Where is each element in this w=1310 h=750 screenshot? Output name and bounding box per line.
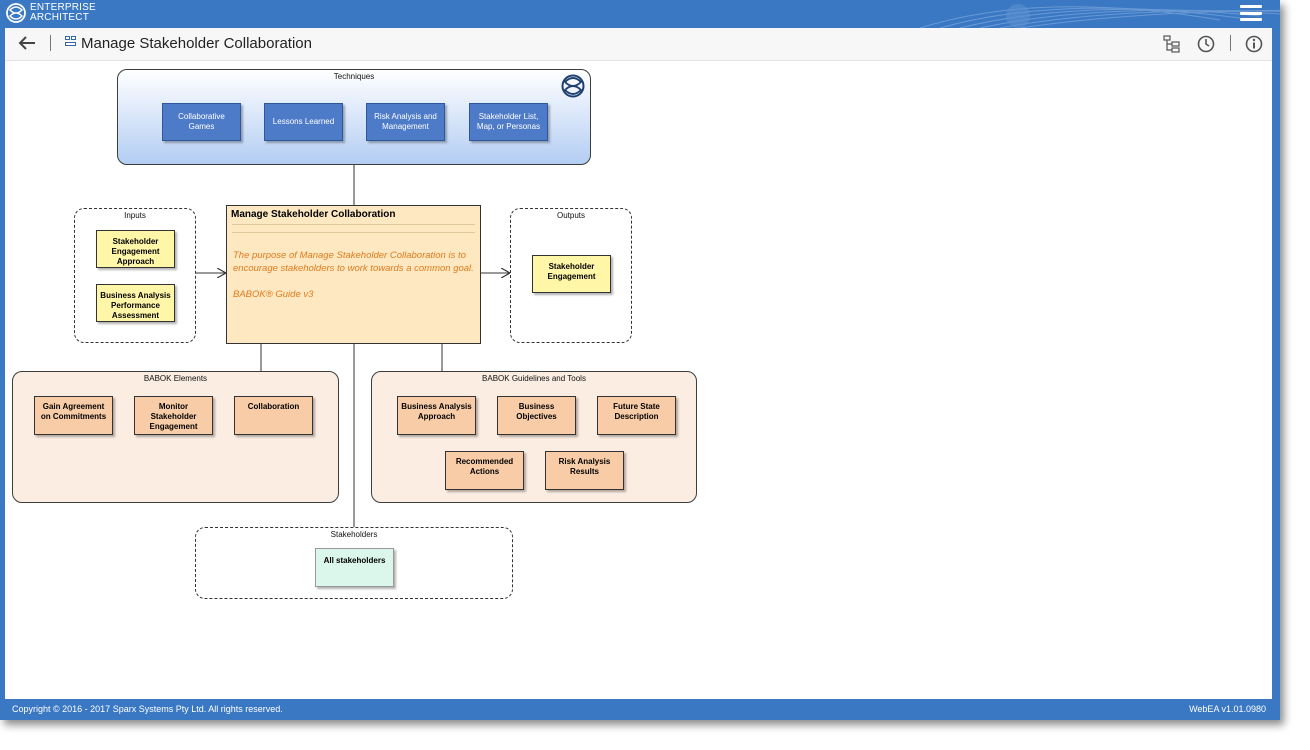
ea-logo-icon <box>6 3 26 23</box>
stakeholders-group[interactable]: Stakeholders All stakeholders <box>195 527 513 599</box>
toolbar: Manage Stakeholder Collaboration <box>5 28 1272 61</box>
inputs-group[interactable]: Inputs Stakeholder Engagement Approach B… <box>74 208 196 343</box>
inputs-title: Inputs <box>124 211 146 220</box>
copyright-text: Copyright © 2016 - 2017 Sparx Systems Pt… <box>12 704 283 714</box>
diagram-icon <box>65 36 76 46</box>
toolbar-separator <box>1230 35 1231 51</box>
babok-guidelines-group[interactable]: BABOK Guidelines and Tools Business Anal… <box>371 371 697 503</box>
guideline-risk-analysis-results[interactable]: Risk Analysis Results <box>545 451 624 490</box>
babok-guidelines-title: BABOK Guidelines and Tools <box>482 374 586 383</box>
output-stakeholder-engagement[interactable]: Stakeholder Engagement <box>532 255 611 293</box>
back-arrow-icon[interactable] <box>18 36 36 50</box>
element-gain-agreement[interactable]: Gain Agreement on Commitments <box>34 396 113 435</box>
brand-logo[interactable]: ENTERPRISE ARCHITECT <box>6 3 96 23</box>
tree-view-icon[interactable] <box>1163 35 1181 53</box>
main-activity-description: The purpose of Manage Stakeholder Collab… <box>233 250 474 274</box>
stakeholder-all[interactable]: All stakeholders <box>315 548 394 587</box>
input-stakeholder-engagement-approach[interactable]: Stakeholder Engagement Approach <box>96 230 175 268</box>
page-title: Manage Stakeholder Collaboration <box>81 35 312 52</box>
info-icon[interactable] <box>1245 35 1263 53</box>
technique-lessons-learned[interactable]: Lessons Learned <box>264 103 343 141</box>
header-decoration <box>920 4 1280 28</box>
ea-logo-icon <box>561 74 585 98</box>
diagram-canvas: Techniques Collaborative Games Lessons L… <box>5 61 1272 699</box>
main-activity-title: Manage Stakeholder Collaboration <box>231 209 396 220</box>
technique-collaborative-games[interactable]: Collaborative Games <box>162 103 241 141</box>
main-activity-box[interactable]: Manage Stakeholder Collaboration The pur… <box>226 205 481 344</box>
guideline-recommended-actions[interactable]: Recommended Actions <box>445 451 524 490</box>
input-ba-performance-assessment[interactable]: Business Analysis Performance Assessment <box>96 284 175 322</box>
main-divider <box>232 232 475 233</box>
brand-line1: ENTERPRISE <box>30 2 96 13</box>
history-clock-icon[interactable] <box>1197 35 1215 53</box>
main-activity-reference: BABOK® Guide v3 <box>233 289 314 300</box>
babok-elements-title: BABOK Elements <box>143 374 208 383</box>
techniques-group[interactable]: Techniques Collaborative Games Lessons L… <box>117 69 591 165</box>
technique-risk-analysis[interactable]: Risk Analysis and Management <box>366 103 445 141</box>
guideline-business-objectives[interactable]: Business Objectives <box>497 396 576 435</box>
outputs-group[interactable]: Outputs Stakeholder Engagement <box>510 208 632 343</box>
version-text: WebEA v1.01.0980 <box>1189 704 1266 714</box>
element-monitor-engagement[interactable]: Monitor Stakeholder Engagement <box>134 396 213 435</box>
brand-line2: ARCHITECT <box>30 12 90 23</box>
main-content: Manage Stakeholder Collaboration <box>5 28 1272 699</box>
connector-lines <box>195 164 705 527</box>
hamburger-menu-icon[interactable] <box>1240 5 1262 23</box>
element-collaboration[interactable]: Collaboration <box>234 396 313 435</box>
guideline-ba-approach[interactable]: Business Analysis Approach <box>397 396 476 435</box>
techniques-title: Techniques <box>333 72 375 81</box>
app-frame: ENTERPRISE ARCHITECT Manage Stakeholder … <box>0 0 1280 720</box>
main-divider <box>232 224 475 225</box>
guideline-future-state[interactable]: Future State Description <box>597 396 676 435</box>
outputs-title: Outputs <box>556 211 585 220</box>
toolbar-separator <box>50 35 51 51</box>
stakeholders-title: Stakeholders <box>330 530 378 539</box>
top-bar: ENTERPRISE ARCHITECT <box>0 0 1280 28</box>
footer: Copyright © 2016 - 2017 Sparx Systems Pt… <box>0 699 1280 720</box>
babok-elements-group[interactable]: BABOK Elements Gain Agreement on Commitm… <box>12 371 339 503</box>
technique-stakeholder-list[interactable]: Stakeholder List, Map, or Personas <box>469 103 548 141</box>
